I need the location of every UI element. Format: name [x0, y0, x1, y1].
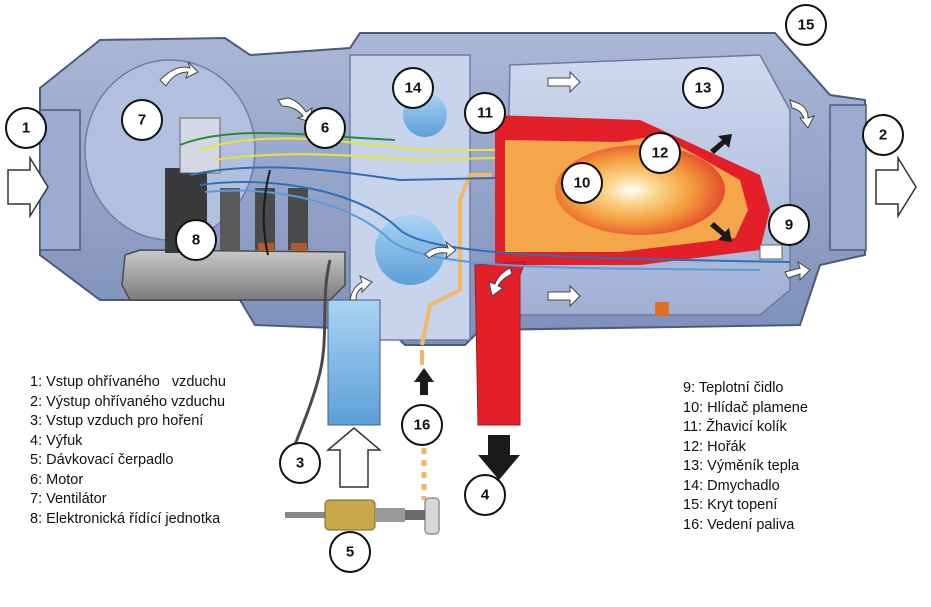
svg-text:13: 13 — [695, 80, 712, 97]
flame-arrows — [710, 134, 732, 242]
fuel-arrow-16 — [414, 368, 434, 395]
svg-text:7: 7 — [138, 112, 146, 129]
legend-right: 9: Teplotní čidlo 10: Hlídač plamene 11:… — [683, 379, 808, 535]
air-outlet-neck — [829, 104, 867, 251]
legend-item: 13: Výměník tepla — [683, 458, 800, 474]
svg-text:9: 9 — [785, 217, 793, 234]
legend-item: 4: Výfuk — [30, 432, 83, 449]
combustion-air-inlet — [327, 299, 381, 426]
callout-16: 16 — [401, 404, 443, 446]
svg-text:5: 5 — [346, 544, 354, 561]
legend-item: 10: Hlídač plamene — [683, 399, 808, 416]
outlet-arrow-2 — [875, 155, 917, 219]
svg-text:6: 6 — [321, 120, 329, 137]
callout-6: 6 — [304, 107, 346, 149]
callout-12: 12 — [639, 132, 681, 174]
legend-item: 1: Vstup ohřívaného vzduchu — [30, 374, 226, 390]
wiring — [179, 132, 791, 446]
combustion-air-arrow-3 — [325, 427, 383, 488]
legend-item: 8: Elektronická řídící jednotka — [30, 510, 221, 527]
callout-4: 4 — [464, 474, 506, 516]
callout-13: 13 — [682, 67, 724, 109]
exhaust-arrow-4 — [478, 435, 520, 480]
callouts: 1 2 3 4 5 6 7 8 9 10 11 12 13 14 15 16 — [5, 4, 904, 573]
callout-5: 5 — [329, 531, 371, 573]
legend-item: 9: Teplotní čidlo — [683, 380, 784, 396]
callout-3: 3 — [279, 442, 321, 484]
legend-item: 11: Žhavicí kolík — [683, 419, 787, 435]
svg-text:1: 1 — [22, 120, 30, 137]
legend-item: 16: Vedení paliva — [683, 516, 795, 533]
svg-text:11: 11 — [477, 105, 493, 122]
burner — [495, 115, 770, 265]
air-inlet-neck — [39, 109, 81, 251]
control-unit — [121, 117, 346, 301]
svg-text:12: 12 — [652, 145, 669, 162]
legend-item: 6: Motor — [30, 471, 84, 488]
legend-item: 14: Dmychadlo — [683, 477, 780, 494]
callout-11: 11 — [464, 92, 506, 134]
callout-15: 15 — [785, 4, 827, 46]
svg-text:16: 16 — [414, 417, 431, 434]
callout-1: 1 — [5, 107, 47, 149]
svg-text:2: 2 — [879, 127, 887, 144]
airflow-arrows — [159, 61, 815, 308]
svg-text:3: 3 — [296, 455, 304, 472]
svg-text:8: 8 — [192, 232, 200, 249]
temperature-sensor — [759, 244, 783, 260]
callout-9: 9 — [768, 204, 810, 246]
legend-item: 5: Dávkovací čerpadlo — [30, 452, 174, 468]
orange-plug — [655, 302, 669, 316]
svg-text:15: 15 — [798, 17, 815, 34]
legend-item: 2: Výstup ohřívaného vzduchu — [30, 393, 226, 410]
callout-10: 10 — [561, 162, 603, 204]
legend-item: 7: Ventilátor — [30, 491, 107, 507]
fuel-line — [420, 173, 492, 346]
callout-2: 2 — [862, 114, 904, 156]
legend-item: 12: Hořák — [683, 438, 746, 455]
callout-14: 14 — [392, 67, 434, 109]
legend-left: 1: Vstup ohřívaného vzduchu 2: Výstup oh… — [30, 373, 226, 529]
callout-7: 7 — [121, 99, 163, 141]
legend-item: 3: Vstup vzduch pro hoření — [30, 413, 204, 429]
exhaust-pipe — [474, 261, 526, 426]
inlet-arrow-1 — [7, 155, 49, 219]
svg-text:10: 10 — [574, 175, 591, 192]
dosing-pump — [285, 497, 440, 535]
legend-item: 15: Kryt topení — [683, 497, 778, 513]
svg-text:14: 14 — [405, 80, 422, 97]
callout-8: 8 — [175, 219, 217, 261]
svg-text:4: 4 — [481, 487, 490, 504]
